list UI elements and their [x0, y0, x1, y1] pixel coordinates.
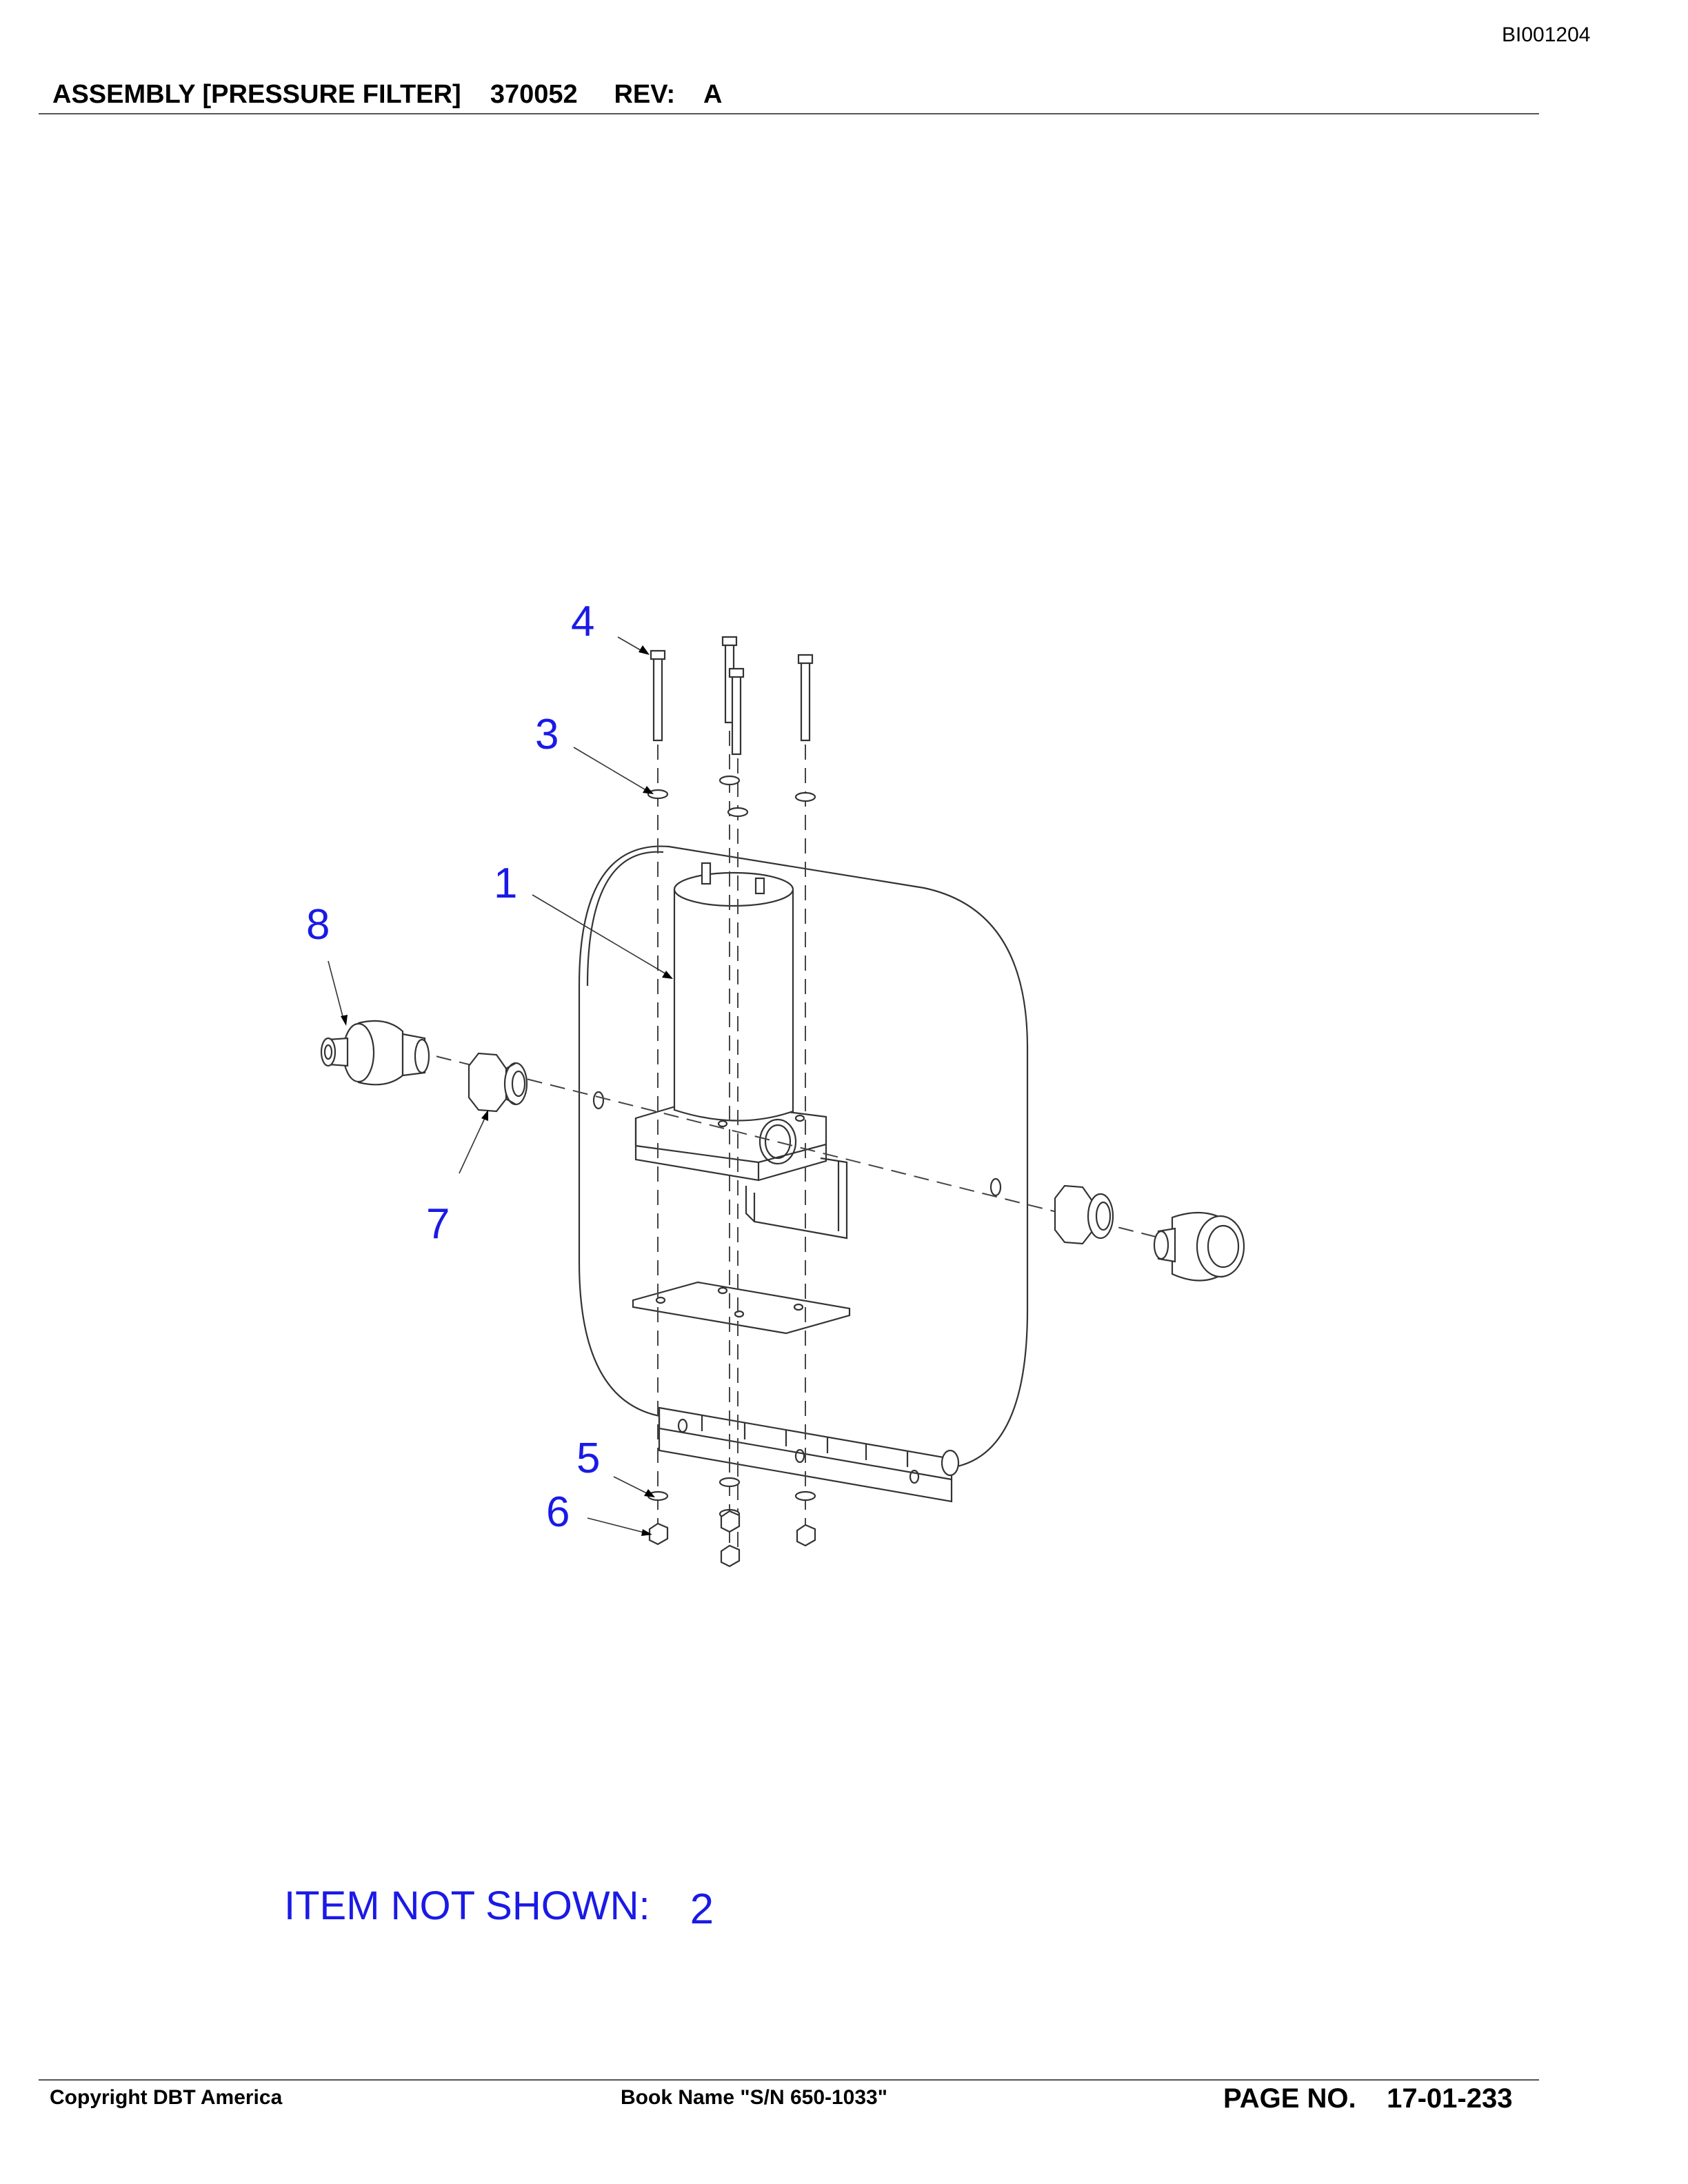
callout-item-3: 3 — [535, 711, 559, 758]
right-elbow-fitting — [1153, 1211, 1245, 1282]
page-label: PAGE NO. — [1223, 2083, 1356, 2114]
top-washers — [647, 775, 816, 818]
copyright-text: Copyright DBT America — [50, 2086, 283, 2109]
callout-item-6: 6 — [546, 1488, 570, 1536]
leader-lines — [328, 636, 673, 1536]
bottom-washers — [647, 1477, 816, 1519]
page-number: PAGE NO. 17-01-233 — [1223, 2083, 1512, 2114]
hinge-bar — [658, 1406, 960, 1503]
page-value: 17-01-233 — [1387, 2083, 1513, 2114]
left-elbow-fitting — [320, 1020, 430, 1086]
callout-item-8: 8 — [306, 901, 330, 949]
item-not-shown-label: ITEM NOT SHOWN: — [284, 1883, 650, 1928]
book-name: Book Name "S/N 650-1033" — [621, 2086, 887, 2109]
item-not-shown-note: ITEM NOT SHOWN: 2 — [284, 1881, 714, 1933]
callout-item-7: 7 — [426, 1200, 450, 1248]
bracket-plate — [632, 1281, 851, 1335]
document-id: BI001204 — [1502, 23, 1591, 46]
header-rule — [39, 113, 1539, 114]
rev-label: REV: — [614, 80, 676, 109]
mounting-plate — [578, 845, 1029, 1470]
footer-rule — [39, 2079, 1539, 2081]
callout-item-4: 4 — [571, 598, 594, 645]
callout-item-1: 1 — [494, 860, 517, 907]
right-nut-fitting — [1054, 1184, 1114, 1245]
filter-housing — [634, 862, 827, 1182]
item-not-shown-number: 2 — [690, 1885, 714, 1933]
callout-item-5: 5 — [576, 1435, 600, 1482]
assembly-title: ASSEMBLY [PRESSURE FILTER] — [52, 80, 461, 109]
page-title: ASSEMBLY [PRESSURE FILTER] 370052 REV: A — [52, 80, 722, 110]
assembly-centerlines — [413, 731, 1173, 1572]
part-number: 370052 — [490, 80, 578, 109]
l-bracket — [745, 1157, 848, 1240]
bolt-set — [650, 636, 814, 756]
rev-value: A — [703, 80, 723, 109]
bottom-nuts — [648, 1510, 816, 1568]
left-nut-fitting — [468, 1052, 528, 1113]
